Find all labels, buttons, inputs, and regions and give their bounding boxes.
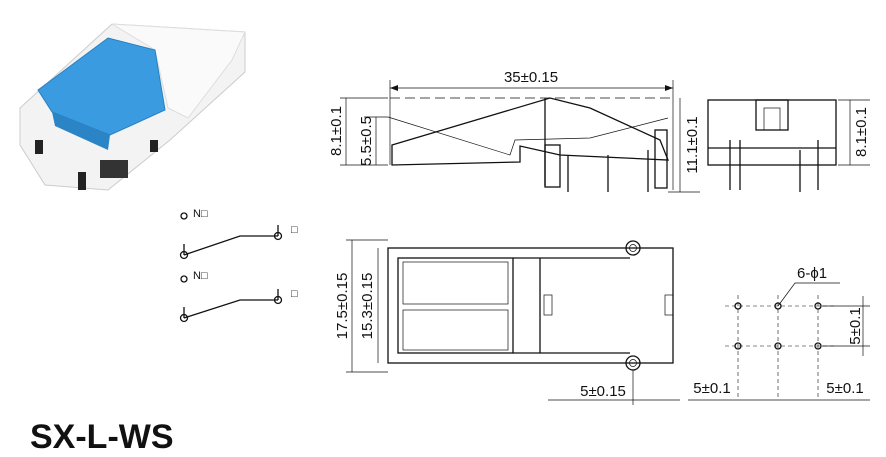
end-view: 8.1±0.1: [707, 99, 870, 192]
c-label: □: [291, 224, 298, 236]
outer-width-dim: 17.5±0.15: [334, 273, 351, 340]
total-height-dim: 11.1±0.1: [684, 116, 701, 173]
inner-width-dim: 15.3±0.15: [359, 273, 376, 340]
actuator-height-dim: 5.5±0.5: [358, 116, 375, 166]
product-photo: [19, 23, 246, 191]
model-title: SX-L-WS: [30, 418, 174, 456]
length-dim: 35±0.15: [504, 69, 558, 86]
holes-dim: 6-ϕ1: [797, 265, 827, 282]
pcb-layout: 6-ϕ1 5±0.1 5±0.1 5±0.1: [688, 265, 870, 401]
offset-dim: 5±0.15: [580, 383, 626, 400]
end-height-dim: 8.1±0.1: [853, 107, 870, 157]
c-label: □: [291, 288, 298, 300]
no-label: N□: [193, 270, 208, 282]
pitch-x-left-dim: 5±0.1: [693, 380, 730, 397]
height-dim: 8.1±0.1: [328, 106, 345, 156]
top-view: 17.5±0.15 15.3±0.15 5±0.15: [334, 239, 680, 405]
no-label: N□: [193, 208, 208, 220]
side-view: 35±0.15 8.1±0.1 5.5±0.5 11.1±0.1: [328, 69, 701, 193]
switch-schematic: N□ □ N□ □: [179, 208, 298, 323]
pitch-x-right-dim: 5±0.1: [826, 380, 863, 397]
pitch-y-dim: 5±0.1: [847, 307, 864, 344]
